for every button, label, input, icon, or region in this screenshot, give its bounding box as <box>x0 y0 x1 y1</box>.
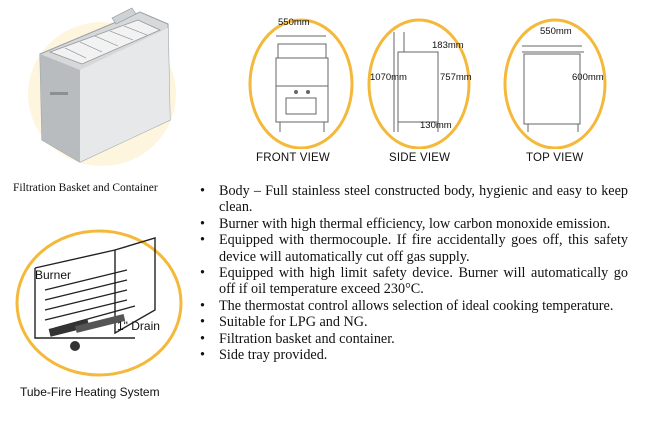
side-top-dim: 183mm <box>432 40 464 51</box>
front-view-label: FRONT VIEW <box>256 152 330 164</box>
drain-label: 1" Drain <box>117 319 160 333</box>
top-width-dim: 550mm <box>540 26 572 37</box>
top-view-label: TOP VIEW <box>526 152 584 164</box>
feature-item: Equipped with thermocouple. If fire acci… <box>198 232 628 265</box>
feature-item: Equipped with high limit safety device. … <box>198 265 628 298</box>
side-view-label: SIDE VIEW <box>389 152 451 164</box>
tube-fire-drawing <box>15 229 183 377</box>
side-view-drawing <box>367 18 471 150</box>
front-width-dim: 550mm <box>278 17 310 28</box>
feature-item: Side tray provided. <box>198 347 628 364</box>
side-mid-dim: 757mm <box>440 72 472 83</box>
front-view-drawing <box>248 18 354 150</box>
front-view-diagram <box>246 14 356 150</box>
filtration-caption: Filtration Basket and Container <box>13 182 158 194</box>
filtration-basket-figure <box>20 2 180 172</box>
filtration-basket-drawing <box>28 7 176 166</box>
tube-fire-caption: Tube-Fire Heating System <box>20 385 160 399</box>
burner-label: Burner <box>35 268 72 282</box>
tube-fire-figure <box>15 228 185 378</box>
side-bottom-dim: 130mm <box>420 120 452 131</box>
side-view-diagram <box>364 14 474 150</box>
feature-item: The thermostat control allows selection … <box>198 298 628 315</box>
feature-item: Body – Full stainless steel constructed … <box>198 183 628 216</box>
feature-item: Suitable for LPG and NG. <box>198 314 628 331</box>
feature-list: Body – Full stainless steel constructed … <box>198 183 628 364</box>
top-view-diagram <box>500 14 610 150</box>
top-view-drawing <box>503 18 607 150</box>
top-depth-dim: 600mm <box>572 72 604 83</box>
side-height-dim: 1070mm <box>370 72 407 83</box>
feature-item: Burner with high thermal efficiency, low… <box>198 216 628 233</box>
feature-item: Filtration basket and container. <box>198 331 628 348</box>
